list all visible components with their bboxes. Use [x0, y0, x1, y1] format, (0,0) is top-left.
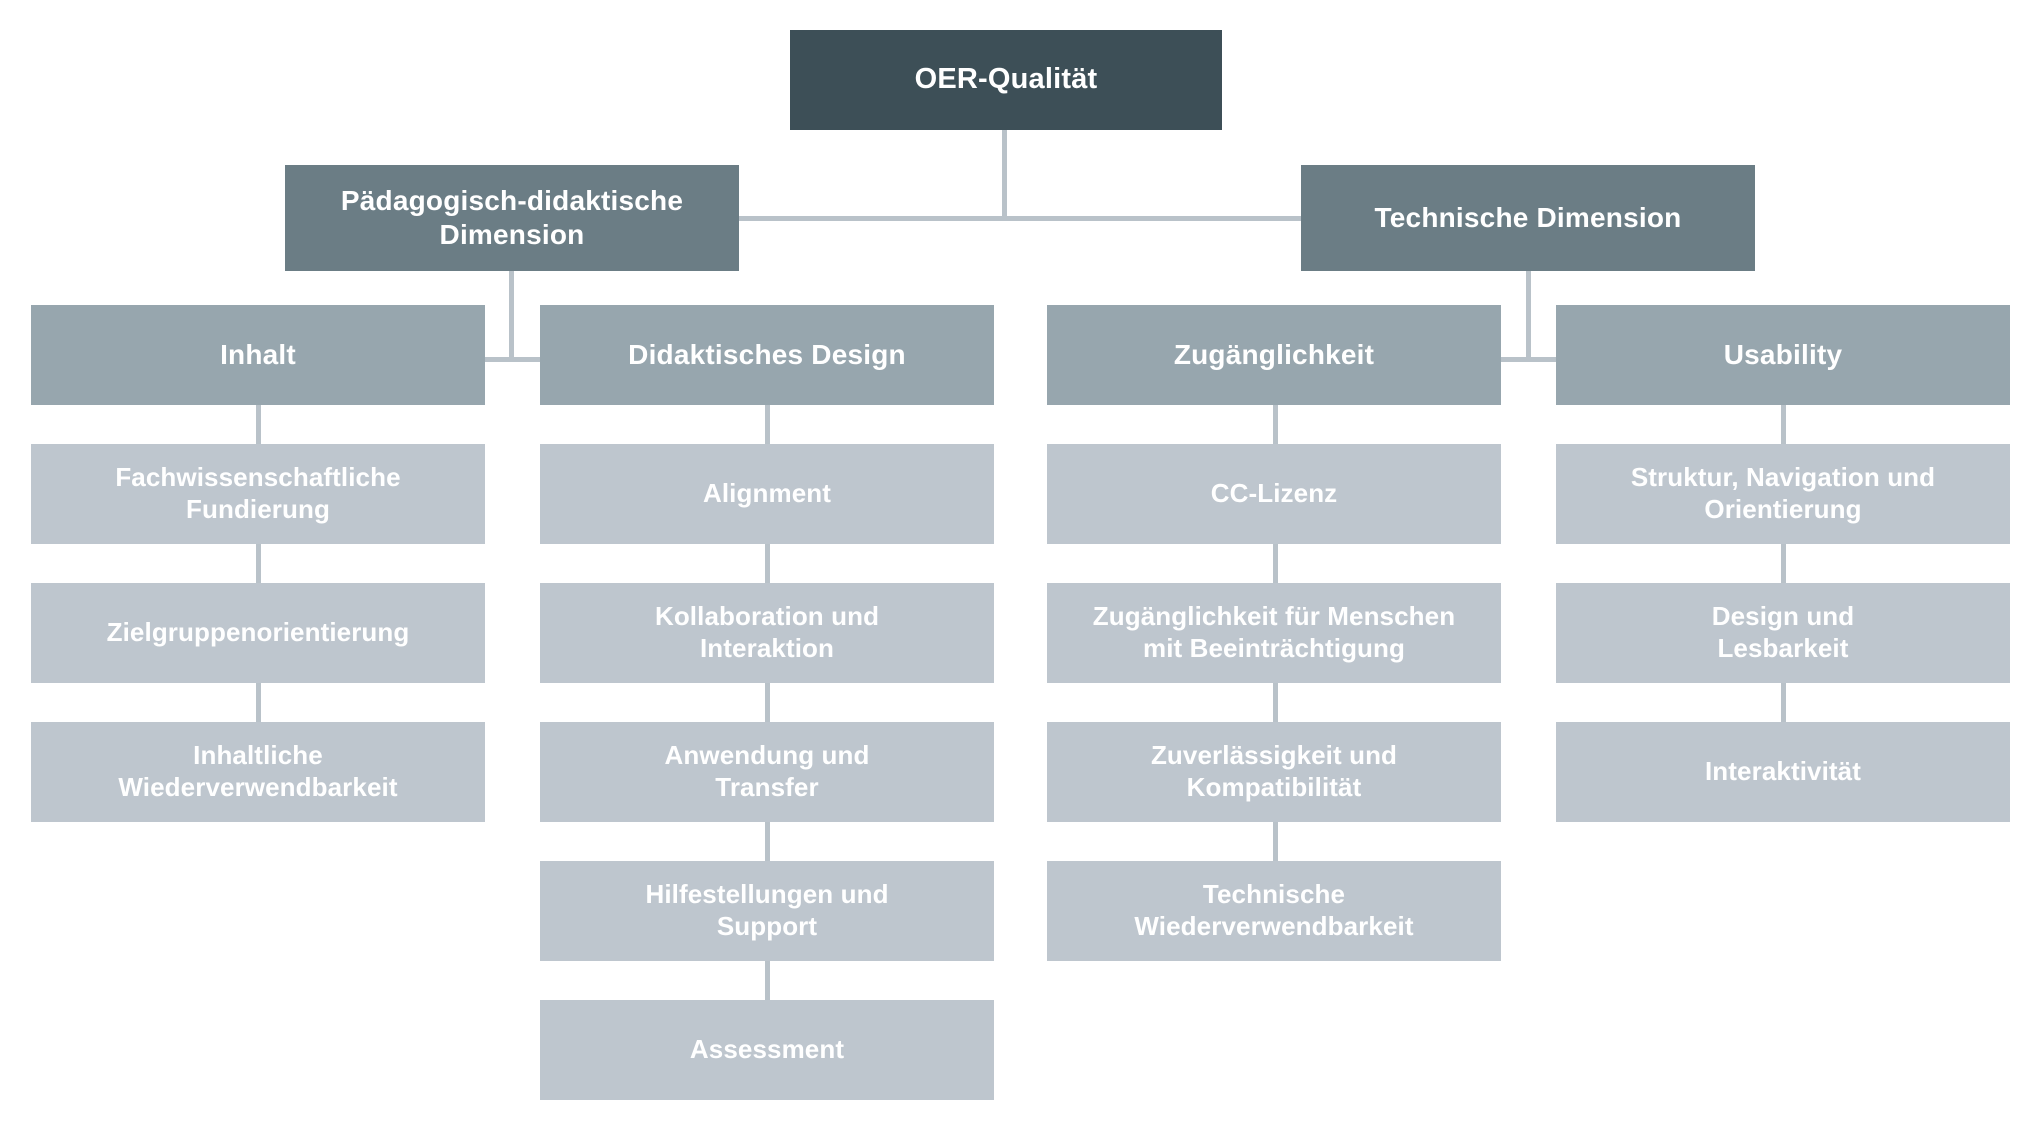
node-category-inhalt[interactable]: Inhalt — [31, 305, 485, 405]
node-criterion-fachwissenschaftliche-fundierung[interactable]: Fachwissenschaftliche Fundierung — [31, 444, 485, 544]
connector-didaktisches-design-chain-2 — [765, 544, 770, 584]
connector-didaktisches-design-chain-4 — [765, 822, 770, 862]
connector-inhalt-chain-1 — [256, 405, 261, 445]
node-dimension-paedagogisch-didaktische[interactable]: Pädagogisch-didaktische Dimension — [285, 165, 739, 271]
node-criterion-inhaltliche-wiederverwendbarkeit[interactable]: Inhaltliche Wiederverwendbarkeit — [31, 722, 485, 822]
node-criterion-zielgruppenorientierung[interactable]: Zielgruppenorientierung — [31, 583, 485, 683]
node-criterion-alignment[interactable]: Alignment — [540, 444, 994, 544]
connector-root-stem — [1002, 130, 1007, 218]
node-criterion-design-und-lesbarkeit[interactable]: Design und Lesbarkeit — [1556, 583, 2010, 683]
connector-paedagogisch-children-bar — [484, 357, 541, 362]
connector-didaktisches-design-chain-3 — [765, 683, 770, 723]
connector-usability-chain-2 — [1781, 544, 1786, 584]
connector-usability-chain-1 — [1781, 405, 1786, 445]
connector-dimensions-bar — [738, 216, 1303, 221]
node-criterion-kollaboration-und-interaktion[interactable]: Kollaboration und Interaktion — [540, 583, 994, 683]
node-criterion-hilfestellungen-und-support[interactable]: Hilfestellungen und Support — [540, 861, 994, 961]
node-criterion-assessment[interactable]: Assessment — [540, 1000, 994, 1100]
node-criterion-cc-lizenz[interactable]: CC-Lizenz — [1047, 444, 1501, 544]
connector-inhalt-chain-3 — [256, 683, 261, 723]
connector-usability-chain-3 — [1781, 683, 1786, 723]
node-dimension-technische[interactable]: Technische Dimension — [1301, 165, 1755, 271]
connector-paedagogisch-stem — [509, 270, 514, 362]
connector-zugaenglichkeit-chain-3 — [1273, 683, 1278, 723]
node-criterion-anwendung-und-transfer[interactable]: Anwendung und Transfer — [540, 722, 994, 822]
node-category-didaktisches-design[interactable]: Didaktisches Design — [540, 305, 994, 405]
node-category-zugaenglichkeit[interactable]: Zugänglichkeit — [1047, 305, 1501, 405]
node-criterion-technische-wiederverwendbarkeit[interactable]: Technische Wiederverwendbarkeit — [1047, 861, 1501, 961]
node-criterion-struktur-navigation-und-orientierung[interactable]: Struktur, Navigation und Orientierung — [1556, 444, 2010, 544]
node-criterion-zuverlaessigkeit-und-kompatibilitaet[interactable]: Zuverlässigkeit und Kompatibilität — [1047, 722, 1501, 822]
connector-zugaenglichkeit-chain-4 — [1273, 822, 1278, 862]
connector-didaktisches-design-chain-1 — [765, 405, 770, 445]
connector-didaktisches-design-chain-5 — [765, 961, 770, 1001]
node-category-usability[interactable]: Usability — [1556, 305, 2010, 405]
connector-zugaenglichkeit-chain-1 — [1273, 405, 1278, 445]
connector-inhalt-chain-2 — [256, 544, 261, 584]
connector-technisch-stem — [1526, 270, 1531, 362]
connector-technisch-children-bar — [1501, 357, 1558, 362]
connector-zugaenglichkeit-chain-2 — [1273, 544, 1278, 584]
node-criterion-interaktivitaet[interactable]: Interaktivität — [1556, 722, 2010, 822]
node-criterion-zugaenglichkeit-fuer-menschen-mit-beeintraechtigung[interactable]: Zugänglichkeit für Menschen mit Beeinträ… — [1047, 583, 1501, 683]
node-root-oer-qualitaet[interactable]: OER-Qualität — [790, 30, 1222, 130]
